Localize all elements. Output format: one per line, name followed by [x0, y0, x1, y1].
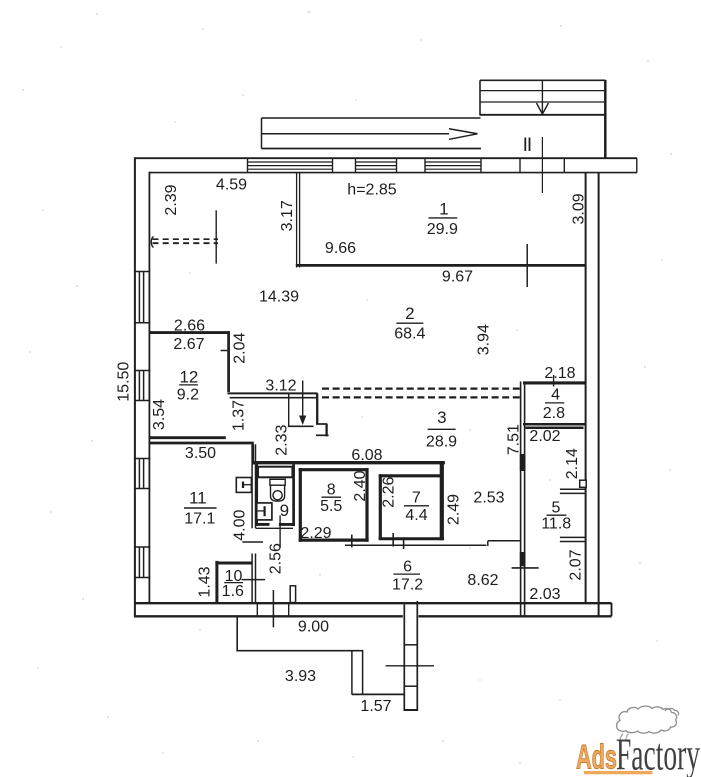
svg-text:2.39: 2.39: [163, 184, 180, 215]
svg-text:Ads: Ads: [576, 739, 617, 777]
svg-text:9: 9: [280, 501, 289, 520]
svg-text:2.49: 2.49: [446, 494, 463, 525]
svg-text:11: 11: [189, 489, 207, 508]
svg-text:2.40: 2.40: [352, 470, 369, 501]
svg-text:1.6: 1.6: [222, 583, 244, 600]
svg-text:2.26: 2.26: [380, 477, 397, 508]
svg-text:2.07: 2.07: [568, 549, 585, 580]
svg-text:3: 3: [437, 408, 446, 427]
svg-text:3.09: 3.09: [571, 193, 588, 224]
svg-text:15.50: 15.50: [115, 362, 132, 402]
svg-text:12: 12: [179, 368, 198, 387]
svg-text:3.93: 3.93: [285, 668, 316, 685]
svg-text:1.43: 1.43: [197, 566, 214, 597]
svg-text:17.1: 17.1: [184, 511, 215, 528]
svg-text:9.2: 9.2: [177, 387, 199, 404]
svg-text:3.54: 3.54: [151, 399, 168, 430]
svg-text:1.37: 1.37: [230, 400, 247, 431]
svg-text:9.66: 9.66: [325, 240, 356, 257]
svg-text:4.59: 4.59: [216, 177, 247, 194]
svg-text:2.8: 2.8: [543, 405, 565, 422]
svg-text:Factory: Factory: [616, 730, 700, 777]
svg-text:28.9: 28.9: [426, 434, 457, 451]
svg-text:4: 4: [551, 387, 560, 404]
svg-text:2.18: 2.18: [544, 365, 575, 382]
svg-text:68.4: 68.4: [394, 326, 425, 343]
svg-text:2.03: 2.03: [529, 586, 560, 603]
svg-text:2.14: 2.14: [564, 448, 581, 479]
svg-text:4.00: 4.00: [232, 510, 249, 541]
svg-text:2.66: 2.66: [174, 318, 205, 335]
svg-text:1.57: 1.57: [360, 698, 391, 715]
svg-text:14.39: 14.39: [259, 289, 299, 306]
svg-text:7: 7: [412, 490, 421, 507]
svg-text:3.94: 3.94: [476, 324, 493, 355]
svg-text:2: 2: [405, 304, 414, 323]
svg-text:3.17: 3.17: [279, 200, 296, 231]
svg-text:17.2: 17.2: [392, 577, 423, 594]
svg-text:2.33: 2.33: [274, 425, 291, 456]
svg-text:6: 6: [403, 559, 412, 576]
svg-text:2.29: 2.29: [300, 525, 331, 542]
svg-text:10: 10: [225, 568, 243, 585]
svg-text:6.08: 6.08: [351, 447, 382, 464]
svg-text:2.56: 2.56: [268, 543, 285, 574]
svg-text:3.12: 3.12: [265, 378, 296, 395]
svg-text:9.00: 9.00: [298, 619, 329, 636]
svg-text:11.8: 11.8: [541, 516, 571, 533]
svg-text:5.5: 5.5: [320, 498, 342, 515]
svg-text:4.4: 4.4: [405, 507, 427, 524]
svg-text:2.53: 2.53: [473, 490, 504, 507]
svg-text:2.04: 2.04: [232, 333, 249, 364]
svg-text:8.62: 8.62: [467, 572, 498, 589]
svg-text:8: 8: [327, 482, 336, 499]
svg-text:2.02: 2.02: [529, 428, 560, 445]
svg-text:1: 1: [439, 200, 448, 219]
svg-text:3.50: 3.50: [185, 445, 216, 462]
svg-text:h=2.85: h=2.85: [347, 182, 396, 199]
svg-text:9.67: 9.67: [442, 269, 473, 286]
svg-text:2.67: 2.67: [173, 336, 204, 353]
svg-text:29.9: 29.9: [427, 221, 458, 238]
svg-text:5: 5: [552, 500, 561, 517]
svg-text:7.51: 7.51: [505, 424, 522, 455]
